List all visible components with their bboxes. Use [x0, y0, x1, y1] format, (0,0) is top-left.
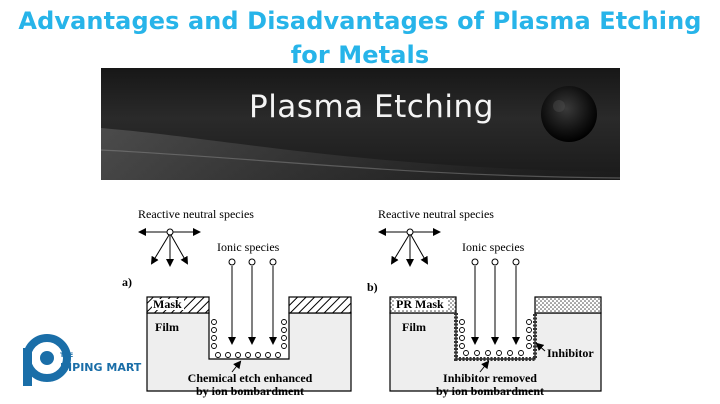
banner-glow-shape — [101, 86, 620, 180]
panel-a-mask-right — [288, 296, 352, 314]
panel-b — [378, 228, 602, 392]
panel-b-inhibitor-layer — [454, 313, 537, 361]
panel-a-mask-label: Mask — [153, 297, 182, 311]
piping-mart-logo — [23, 334, 71, 386]
panel-b-mask-right — [534, 296, 602, 314]
panel-a-caption: Chemical etch enhanced by ion bombardmen… — [170, 372, 330, 398]
panel-a-ion-arrows — [228, 258, 277, 345]
panel-a-adsorbed-species — [211, 319, 287, 358]
dark-sphere-icon — [541, 86, 597, 142]
panel-a-tag: a) — [122, 275, 132, 289]
panel-a — [138, 228, 352, 392]
panel-b-inhibitor-label: Inhibitor — [547, 346, 594, 360]
panel-b-caption-line2: by ion bombardment — [435, 384, 545, 398]
panel-a-reactive-label: Reactive neutral species — [138, 207, 254, 221]
panel-a-caption-line1: Chemical etch enhanced — [187, 371, 313, 385]
panel-b-mask-label: PR Mask — [396, 297, 444, 311]
panel-b-neutral-arrows — [378, 228, 441, 267]
panel-a-neutral-arrows — [138, 228, 201, 267]
panel-a-film-label: Film — [155, 320, 179, 334]
panel-b-caption-line1: Inhibitor removed — [443, 371, 537, 385]
panel-b-ion-arrows — [471, 258, 520, 345]
logo-small-text: THE — [60, 352, 74, 359]
page-title: Advantages and Disadvantages of Plasma E… — [18, 7, 702, 69]
banner-title: Plasma Etching — [249, 89, 494, 125]
plasma-etching-banner: Plasma Etching — [101, 68, 620, 180]
panel-b-film-label: Film — [402, 320, 426, 334]
panel-b-adsorbed-species — [459, 319, 532, 356]
panel-a-ionic-label: Ionic species — [217, 240, 280, 254]
panel-b-reactive-label: Reactive neutral species — [378, 207, 494, 221]
panel-b-caption: Inhibitor removed by ion bombardment — [420, 372, 560, 398]
panel-b-ionic-label: Ionic species — [462, 240, 525, 254]
panel-a-caption-line2: by ion bombardment — [195, 384, 305, 398]
panel-b-tag: b) — [367, 280, 378, 294]
logo-name-text: PIPING MART — [60, 361, 142, 374]
